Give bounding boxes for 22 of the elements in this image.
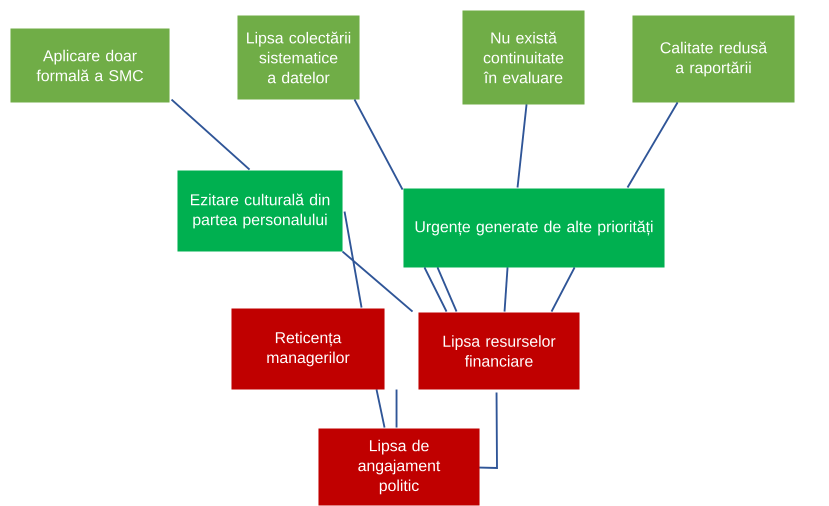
- connector-line: [424, 267, 448, 312]
- connector-line: [504, 267, 508, 312]
- cause-box: Ezitare culturală din partea personalului: [176, 170, 344, 252]
- connector-line: [436, 267, 458, 312]
- connector-line: [626, 102, 678, 188]
- connector-line: [376, 389, 386, 428]
- connector-line: [550, 267, 576, 312]
- connector-line: [354, 99, 404, 190]
- connector-line: [396, 390, 398, 428]
- connector-line: [516, 104, 528, 188]
- cause-box: Aplicare doar formală a SMC: [10, 28, 170, 104]
- cause-box: Calitate redusă a raportării: [632, 14, 796, 104]
- root-cause-box: Lipsa de angajament politic: [318, 428, 480, 506]
- connector-line: [342, 250, 414, 312]
- cause-box: Nu există continuitate în evaluare: [462, 10, 586, 106]
- cause-box: Urgențe generate de alte priorități: [402, 188, 666, 268]
- connector-line: [170, 98, 250, 170]
- cause-box: Lipsa colectării sistematice a datelor: [236, 14, 360, 100]
- root-cause-box: Reticența managerilor: [230, 308, 386, 390]
- root-cause-box: Lipsa resurselor financiare: [418, 312, 580, 390]
- connector-line: [480, 392, 498, 469]
- connector-line: [344, 211, 362, 308]
